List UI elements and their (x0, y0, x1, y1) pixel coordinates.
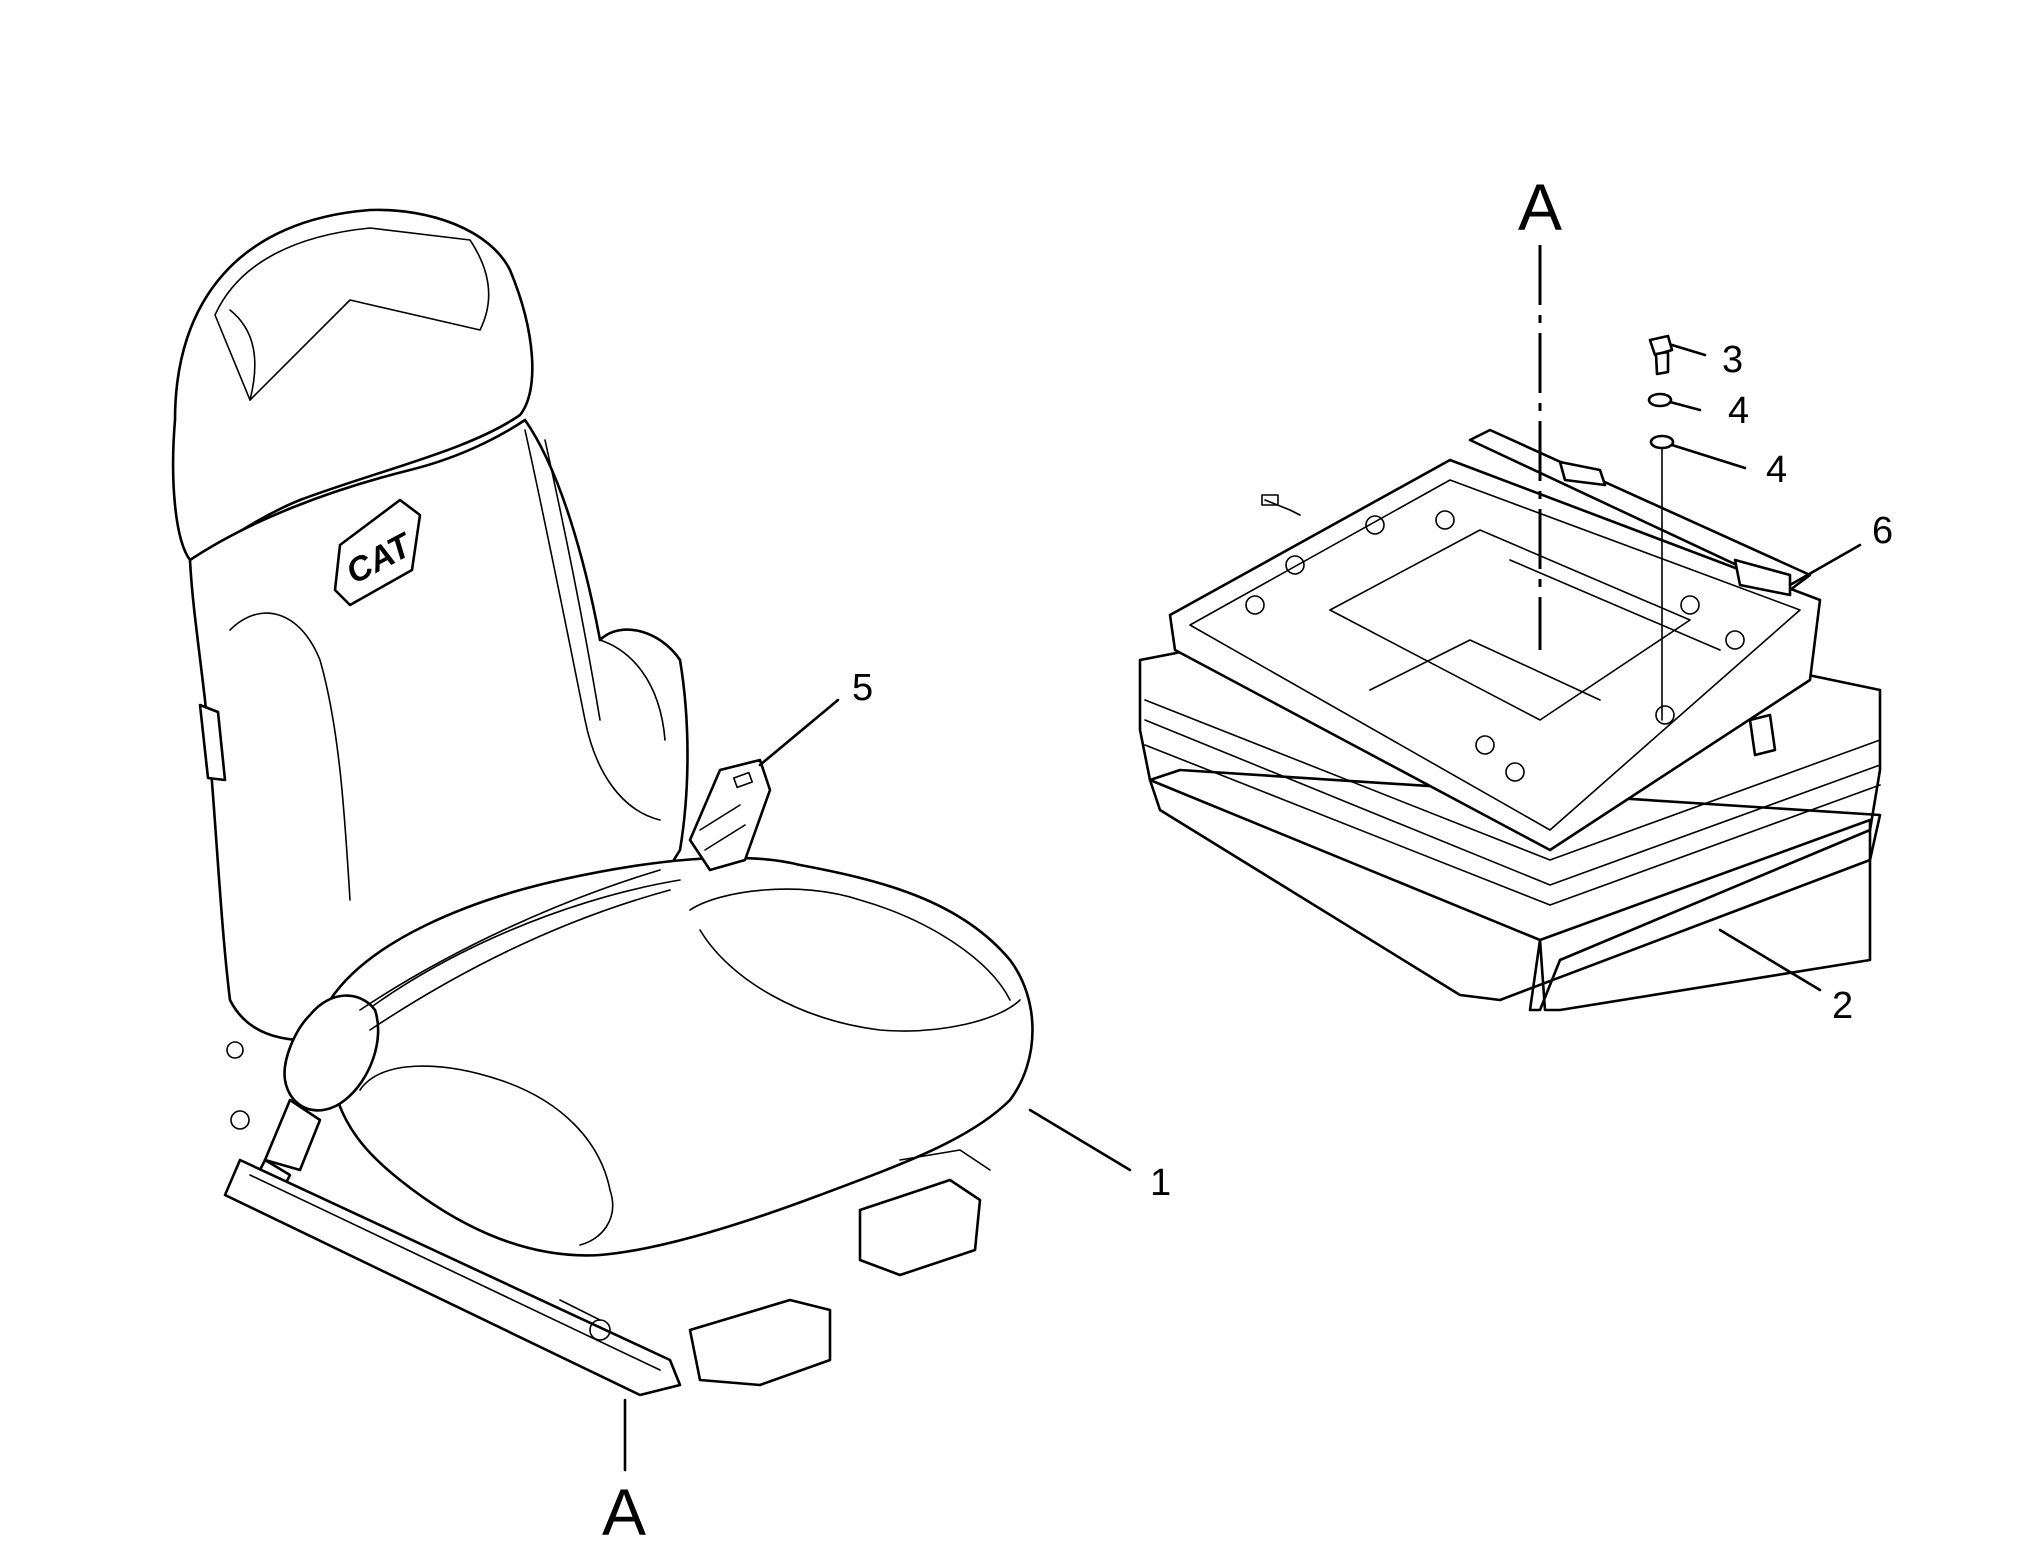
leader-lines (758, 343, 1862, 1172)
seat-belt-buckle (688, 758, 772, 872)
callout-5: 5 (852, 667, 873, 709)
callout-1: 1 (1150, 1162, 1171, 1204)
bolt-icon (1648, 334, 1674, 376)
callout-6: 6 (1872, 510, 1893, 552)
callout-labels: 1 2 3 4 4 5 6 A A (602, 170, 1893, 1549)
washer-icon (1647, 392, 1673, 408)
cat-logo: CAT (333, 498, 422, 607)
seat-suspension (1138, 245, 1882, 1012)
hardware (1647, 334, 1675, 450)
callout-4b: 4 (1766, 449, 1787, 491)
callout-3: 3 (1722, 339, 1743, 381)
callout-2: 2 (1832, 985, 1853, 1027)
washer-icon (1649, 434, 1675, 450)
view-label-a-bottom: A (602, 1475, 646, 1549)
view-label-a-top: A (1518, 170, 1562, 244)
callout-4a: 4 (1728, 390, 1749, 432)
operator-seat: CAT (171, 208, 1034, 1472)
